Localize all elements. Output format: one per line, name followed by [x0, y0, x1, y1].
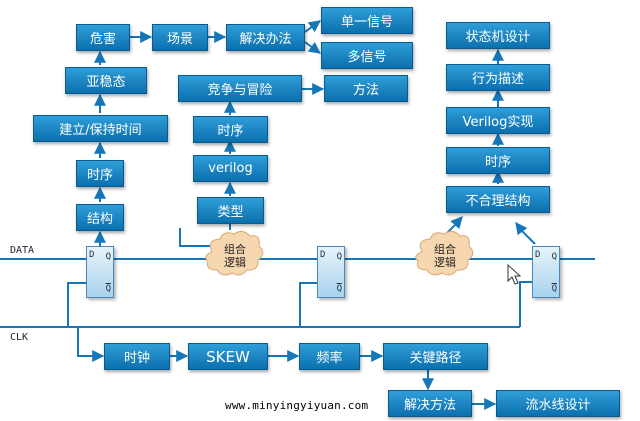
ff-q-label: Q	[336, 252, 342, 262]
cloud-label-1: 组合逻辑	[224, 243, 246, 269]
cloud-label-2: 组合逻辑	[434, 243, 456, 269]
ff-d-label: D	[320, 250, 326, 260]
node-structure: 结构	[76, 204, 124, 231]
node-setup-hold-time: 建立/保持时间	[33, 115, 168, 142]
ff-qbar-label: Q	[336, 284, 342, 294]
ff-q-label: Q	[551, 252, 557, 262]
ff-d-label: D	[89, 250, 95, 260]
clk-signal-label: CLK	[10, 332, 29, 343]
ff-d-label: D	[535, 250, 541, 260]
node-verilog: verilog	[193, 155, 268, 182]
node-pipeline-design: 流水线设计	[496, 390, 620, 417]
flip-flop-2: D Q Q	[317, 246, 345, 298]
node-type: 类型	[197, 197, 264, 224]
flip-flop-3: D Q Q	[532, 246, 560, 298]
clk-branch-ff2	[299, 282, 317, 327]
node-behavior-description: 行为描述	[446, 64, 550, 91]
node-skew: SKEW	[188, 343, 268, 370]
node-solution: 解决办法	[226, 24, 305, 51]
node-critical-path: 关键路径	[383, 343, 488, 370]
watermark-text: www.minyingyiyuan.com	[225, 399, 369, 412]
node-method: 方法	[324, 75, 408, 102]
ff-qbar-label: Q	[551, 284, 557, 294]
node-hazard: 危害	[76, 24, 130, 51]
node-multi-signal: 多信号	[321, 42, 413, 69]
combinational-logic-cloud-1	[205, 230, 264, 276]
node-timing-middle: 时序	[193, 116, 268, 143]
node-single-signal: 单一信号	[321, 7, 413, 34]
node-frequency: 频率	[299, 343, 360, 370]
node-metastability: 亚稳态	[65, 67, 147, 94]
node-timing-left: 时序	[76, 160, 124, 187]
node-clock: 时钟	[104, 343, 170, 370]
ff-qbar-label: Q	[105, 284, 111, 294]
data-signal-label: DATA	[10, 245, 35, 256]
node-timing-right: 时序	[446, 147, 550, 174]
node-fsm-design: 状态机设计	[446, 22, 550, 49]
node-bad-structure: 不合理结构	[446, 186, 550, 213]
clk-branch-ff1	[67, 282, 86, 327]
node-verilog-implementation: Verilog实现	[446, 107, 550, 134]
clk-branch-ff3	[519, 281, 532, 327]
mouse-cursor-icon	[507, 263, 522, 285]
flip-flop-1: D Q Q	[86, 246, 114, 298]
combinational-logic-cloud-2	[415, 230, 474, 276]
ff-q-label: Q	[105, 252, 111, 262]
node-solve-method: 解决方法	[388, 390, 472, 417]
node-scenario: 场景	[152, 24, 208, 51]
node-race-hazard: 竞争与冒险	[178, 75, 302, 102]
